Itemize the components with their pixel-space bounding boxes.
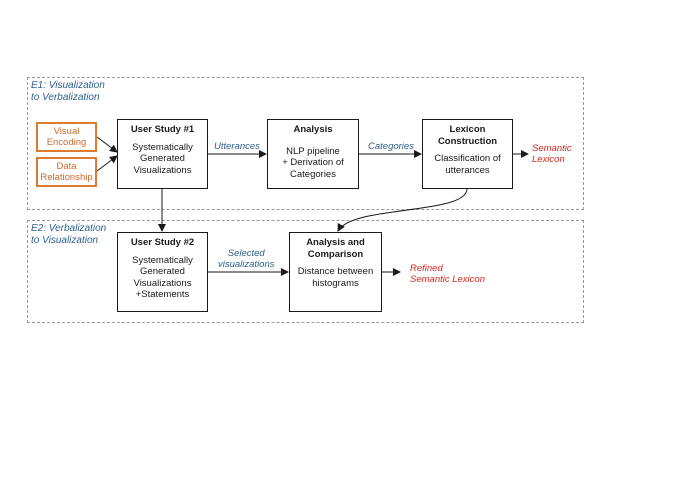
edge-data-relationship-to-study1	[96, 155, 118, 172]
refined-semantic-lexicon-output: Refined Semantic Lexicon	[410, 263, 485, 285]
selected-visualizations-edge-label: Selected visualizations	[218, 248, 275, 270]
edge-visual-encoding-to-study1	[96, 136, 118, 153]
visual-encoding-input: Visual Encoding	[36, 122, 97, 152]
lexicon-construction-box: Lexicon Construction Classification of u…	[422, 119, 513, 189]
lexicon-construction-body: Classification of utterances	[434, 153, 501, 176]
e1-section-label: E1: Visualization to Verbalization	[31, 80, 105, 103]
semantic-lexicon-output: Semantic Lexicon	[532, 143, 572, 165]
analysis-comparison-title: Analysis and Comparison	[306, 237, 365, 260]
user-study-1-body: Systematically Generated Visualizations	[132, 141, 193, 176]
e2-section-frame	[27, 220, 584, 323]
analysis-comparison-box: Analysis and Comparison Distance between…	[289, 232, 382, 312]
lexicon-construction-title: Lexicon Construction	[437, 124, 498, 147]
analysis-title: Analysis	[293, 124, 333, 135]
user-study-1-box: User Study #1 Systematically Generated V…	[117, 119, 208, 189]
visual-encoding-label: Visual Encoding	[46, 125, 87, 149]
user-study-2-box: User Study #2 Systematically Generated V…	[117, 232, 208, 312]
analysis-comparison-body: Distance between histograms	[297, 266, 374, 289]
edge-lexicon-to-comparison	[337, 188, 468, 232]
data-relationship-label: Data Relationship	[40, 160, 93, 184]
user-study-2-title: User Study #2	[130, 237, 195, 248]
e2-section-label: E2: Verbalization to Visualization	[31, 223, 107, 246]
e1-section-frame	[27, 77, 584, 210]
analysis-body: NLP pipeline + Derivation of Categories	[282, 145, 344, 180]
user-study-2-body: Systematically Generated Visualizations …	[132, 254, 193, 301]
user-study-1-title: User Study #1	[130, 124, 195, 135]
categories-edge-label: Categories	[368, 141, 414, 152]
utterances-edge-label: Utterances	[214, 141, 260, 152]
analysis-box: Analysis NLP pipeline + Derivation of Ca…	[267, 119, 359, 189]
data-relationship-input: Data Relationship	[36, 157, 97, 187]
